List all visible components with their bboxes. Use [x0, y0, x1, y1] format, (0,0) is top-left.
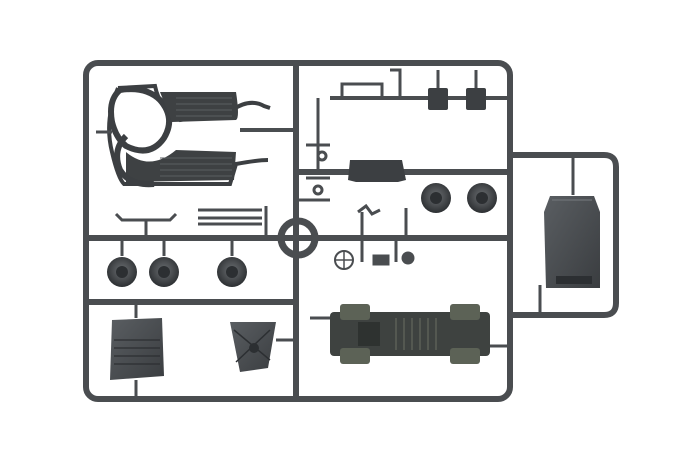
road-wheel-3 — [217, 238, 247, 287]
road-wheel-1 — [107, 238, 137, 287]
spare-wheel-2 — [467, 183, 497, 213]
chassis-part — [310, 304, 510, 364]
seat-parts — [428, 70, 486, 110]
windshield-part — [348, 160, 406, 182]
road-wheel-2 — [149, 238, 179, 287]
sprue-side-frame — [510, 152, 619, 318]
rod-parts — [296, 68, 402, 202]
spare-wheel-1 — [421, 183, 451, 213]
hood-panel-part — [110, 302, 164, 399]
fender-part — [96, 83, 296, 188]
sprue-hub-ring — [277, 217, 319, 259]
steering-parts — [334, 203, 415, 270]
small-parts-top-left — [114, 206, 268, 238]
body-side-panel-part — [544, 196, 600, 288]
radiator-part — [230, 322, 296, 372]
